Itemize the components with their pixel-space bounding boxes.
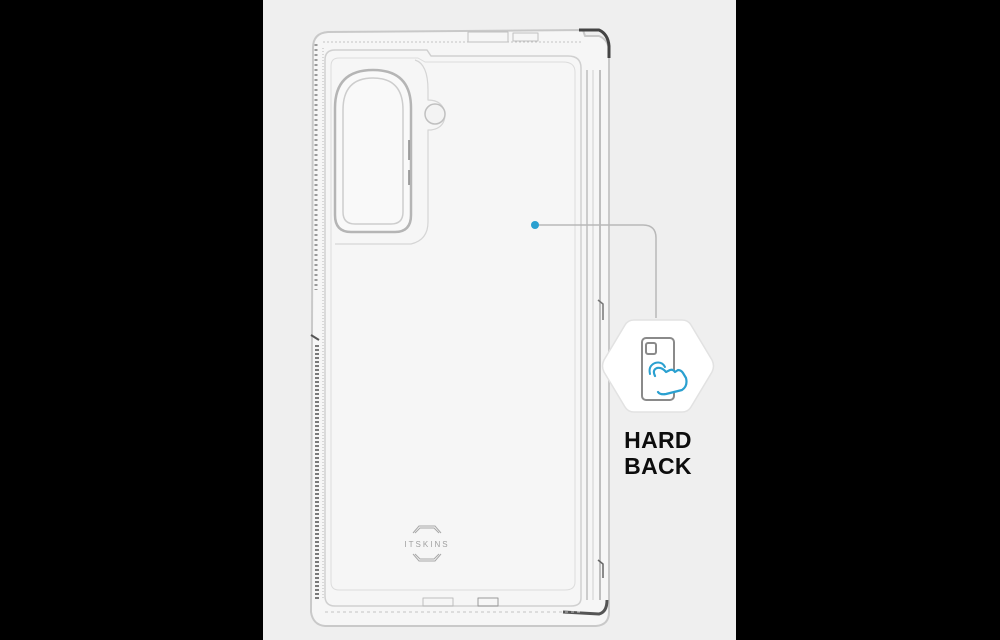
callout-anchor-dot [531,221,539,229]
svg-text:ITSKINS: ITSKINS [404,540,449,549]
feature-label-hard-back: HARD BACK [608,427,708,479]
clear-phone-case-illustration: ITSKINS [310,28,657,627]
itskins-logo [412,525,442,562]
hard-back-feature-badge [601,319,715,413]
feature-label-line1: HARD [624,427,692,453]
phone-tap-hand-icon [641,337,688,401]
feature-label-line2: BACK [624,453,692,479]
